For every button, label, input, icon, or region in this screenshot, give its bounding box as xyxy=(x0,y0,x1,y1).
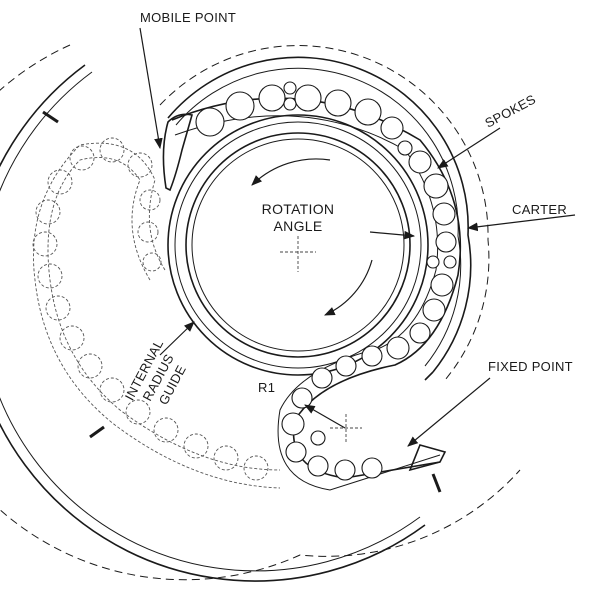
spokes-leader xyxy=(437,127,501,169)
spoke-balls xyxy=(195,81,457,481)
drum-outer-ring xyxy=(167,114,429,376)
drum-inner-ring xyxy=(191,138,405,352)
drum-ring-2 xyxy=(174,121,422,369)
label-rotation-angle-1: ROTATION xyxy=(262,201,335,217)
label-spokes: SPOKES xyxy=(482,91,538,130)
carter-leader xyxy=(466,214,576,232)
outer-housing-arc-outer xyxy=(0,64,426,582)
r1-dimension-line xyxy=(304,404,346,429)
housing-tick-left xyxy=(89,425,105,439)
internal-radius-leader xyxy=(159,321,195,356)
label-internal-radius-guide: INTERNAL RADIUS GUIDE xyxy=(122,337,189,407)
housing-tick-top xyxy=(42,110,59,124)
outer-housing-arc-inner xyxy=(0,71,421,572)
rotation-leader xyxy=(369,230,416,240)
fixed-point-shoe xyxy=(408,444,447,472)
carter-arc-outer xyxy=(167,56,472,373)
housing-tick-bottom xyxy=(431,473,442,493)
carter-dashed-arc xyxy=(159,45,490,381)
spoke-track-inner xyxy=(174,115,441,491)
label-mobile-point: MOBILE POINT xyxy=(140,10,236,25)
drum-ring-3 xyxy=(185,132,411,358)
carter-end xyxy=(424,371,434,381)
label-r1: R1 xyxy=(258,380,275,395)
mobile-point-leader xyxy=(139,27,163,150)
label-carter: CARTER xyxy=(512,202,567,217)
rotation-arrow-lower xyxy=(324,259,373,316)
fixed-point-leader xyxy=(407,377,491,447)
label-rotation-angle-2: ANGLE xyxy=(274,218,323,234)
ghost-spoke-chain xyxy=(32,137,281,489)
outer-dashed-arc xyxy=(0,44,521,581)
mobile-point-shoe xyxy=(162,113,194,192)
rotation-arrow-upper xyxy=(251,158,331,186)
label-fixed-point: FIXED POINT xyxy=(488,359,573,374)
carter-arc-inner xyxy=(175,67,462,367)
